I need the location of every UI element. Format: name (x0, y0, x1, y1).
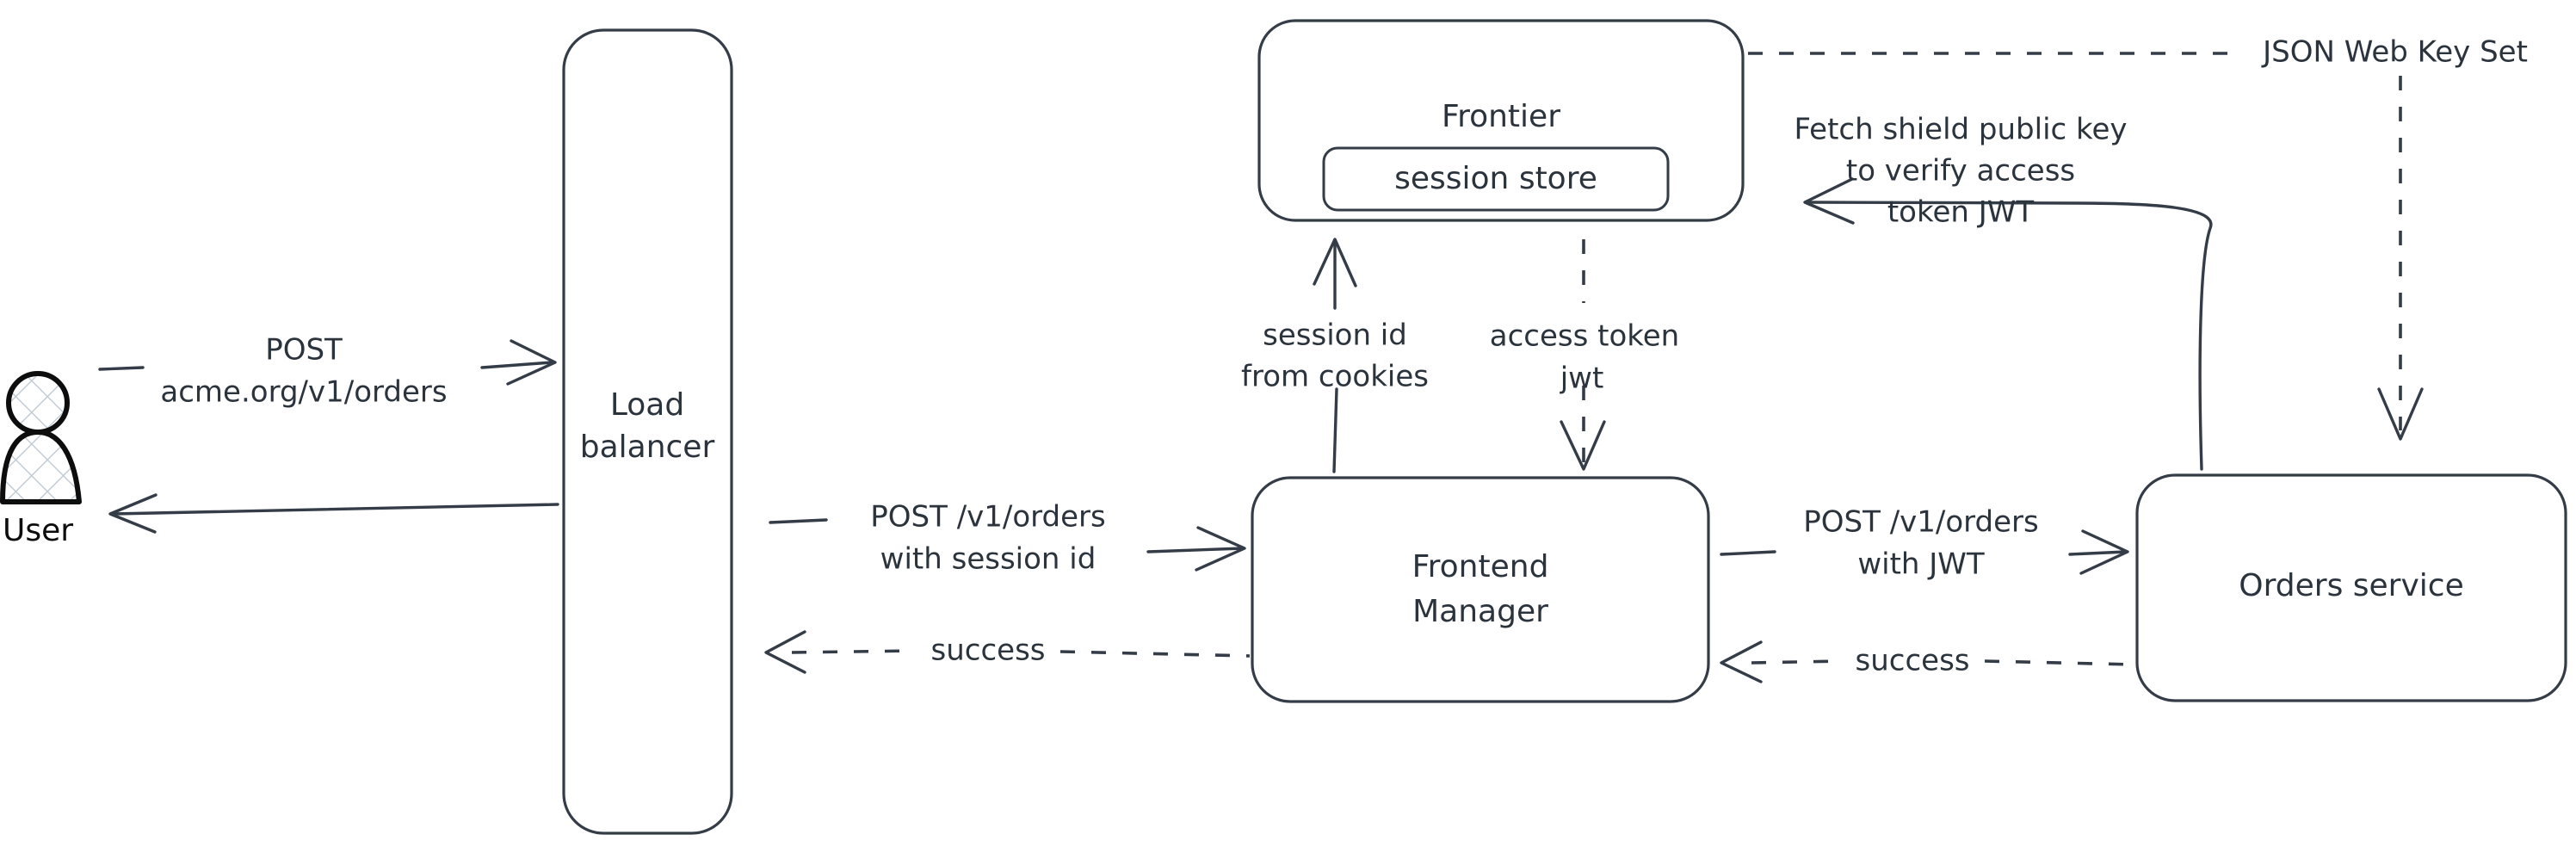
frontier-label: Frontier (1442, 99, 1560, 134)
edge-fm-to-orders-line (1720, 550, 1776, 556)
edge-lb-to-fm-arrowhead (1195, 526, 1246, 572)
edge-fm-to-orders-arrowhead (2079, 529, 2129, 575)
edge-fm-to-orders-label-line2: with JWT (1857, 547, 1985, 582)
edge-user-to-lb-label-line1: POST (265, 333, 343, 368)
edge-load-balancer-to-user[interactable] (108, 493, 559, 534)
frontend-manager-shape (1251, 476, 1710, 703)
edge-orders-to-frontier-label-line2: to verify access (1846, 154, 2075, 189)
edge-frontend-manager-to-load-balancer-success[interactable]: success (764, 630, 1251, 674)
load-balancer-label-line2: balancer (580, 430, 715, 465)
edge-lb-to-fm-line (769, 518, 828, 524)
frontend-manager-label-line2: Manager (1412, 594, 1548, 629)
orders-service-shape (2135, 473, 2567, 702)
edge-fm-to-frontier-label-line1: session id (1263, 318, 1407, 353)
edge-lb-to-user-arrowhead (108, 493, 158, 534)
frontend-manager-label-line1: Frontend (1412, 549, 1549, 584)
edge-orders-service-to-frontend-manager-success[interactable]: success (1720, 640, 2134, 683)
edge-frontier-to-fm-label-line1: access token (1490, 319, 1679, 354)
edge-lb-to-user-line (112, 503, 559, 516)
edge-fm-to-frontier-label-line2: from cookies (1241, 360, 1429, 394)
edge-fm-to-lb-dashline-left (791, 649, 916, 654)
user-body-icon (0, 430, 82, 504)
edge-fm-to-lb-dashline-right (1059, 650, 1251, 658)
edge-frontier-to-frontend-manager[interactable]: access token jwt (1490, 239, 1679, 471)
orders-service-label: Orders service (2239, 568, 2463, 603)
edge-lb-to-fm-label-line2: with session id (880, 542, 1096, 577)
edge-lb-to-fm-label-line1: POST /v1/orders (870, 500, 1105, 535)
edge-fm-to-orders-label-line1: POST /v1/orders (1803, 505, 2038, 540)
edge-frontier-to-fm-label-line2: jwt (1560, 362, 1604, 396)
edge-orders-service-to-frontier[interactable]: Fetch shield public key to verify access… (1794, 113, 2213, 471)
edge-frontend-manager-to-frontier[interactable]: session id from cookies (1241, 238, 1429, 473)
node-frontend-manager[interactable]: Frontend Manager (1251, 476, 1710, 703)
edge-fm-to-frontier-line-lower (1332, 387, 1338, 473)
edge-jwks-label: JSON Web Key Set (2261, 35, 2528, 70)
node-orders-service[interactable]: Orders service (2135, 473, 2567, 702)
session-store-label: session store (1394, 161, 1597, 196)
edge-user-to-lb-label-line2: acme.org/v1/orders (160, 375, 447, 410)
session-store-shape (1322, 146, 1670, 212)
edge-fm-to-lb-label: success (931, 634, 1046, 668)
edge-user-to-lb-line (98, 366, 145, 371)
edge-frontier-to-fm-arrowhead (1560, 420, 1606, 471)
node-user[interactable]: User (0, 371, 82, 548)
edge-orders-to-frontier-arrowhead (1803, 177, 1855, 225)
edge-fm-to-frontier-arrowhead (1313, 238, 1357, 287)
user-label: User (3, 513, 73, 548)
node-load-balancer[interactable]: Load balancer (562, 28, 733, 835)
user-head-icon (6, 371, 70, 435)
node-frontier[interactable]: Frontier session store (1257, 19, 1745, 222)
edge-orders-to-frontier-label-line3: token JWT (1887, 195, 2035, 230)
edge-orders-to-frontier-line (1806, 201, 2213, 471)
edge-lb-to-fm-line2 (1146, 547, 1245, 553)
edge-orders-to-fm-dashline-left (1751, 659, 1843, 665)
load-balancer-label-line1: Load (610, 387, 684, 423)
edge-frontend-manager-to-orders-service[interactable]: POST /v1/orders with JWT (1720, 505, 2129, 582)
edge-user-to-lb-arrowhead (506, 339, 557, 386)
edge-load-balancer-to-frontend-manager[interactable]: POST /v1/orders with session id (769, 500, 1246, 577)
edge-fm-to-orders-line2 (2068, 550, 2128, 556)
edge-fm-to-lb-arrowhead (764, 630, 806, 674)
edge-orders-to-fm-arrowhead (1720, 640, 1763, 683)
edge-orders-to-fm-dashline-right (1984, 659, 2134, 666)
edge-jwks-arrowhead (2377, 387, 2424, 441)
edge-user-to-load-balancer[interactable]: POST acme.org/v1/orders (98, 333, 557, 410)
edge-orders-to-fm-label: success (1856, 644, 1970, 678)
load-balancer-shape (562, 28, 733, 835)
edge-frontier-to-orders-service-jwks[interactable]: JSON Web Key Set (1748, 35, 2528, 441)
edge-user-to-lb-line2 (480, 361, 553, 369)
edge-orders-to-frontier-label-line1: Fetch shield public key (1794, 113, 2127, 147)
